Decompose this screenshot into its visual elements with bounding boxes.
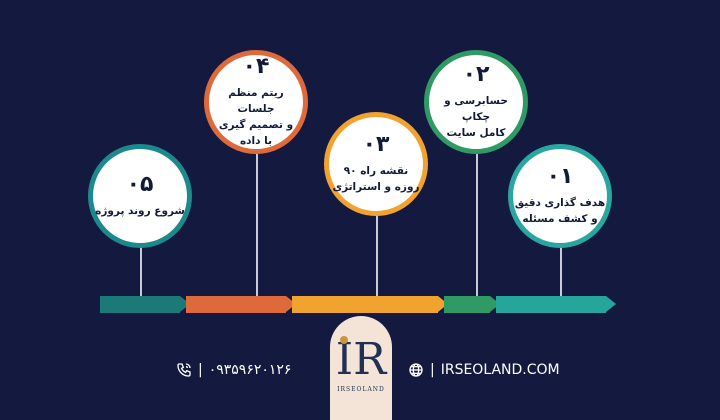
- footer-separator: |: [198, 362, 203, 378]
- step-01: ۰۱ هدف گذاری دقیق و کشف مسئله: [508, 144, 612, 248]
- pin-line-04: [256, 154, 258, 298]
- pin-line-01: [560, 236, 562, 298]
- footer-separator: |: [430, 362, 435, 378]
- logo-name: IRSEOLAND: [337, 386, 385, 393]
- step-04-label: ریتم منظم جلسات و تصمیم گیری با داده: [218, 87, 294, 147]
- footer-website[interactable]: | IRSEOLAND.COM: [408, 360, 560, 380]
- pin-line-02: [476, 154, 478, 298]
- footer-phone[interactable]: | ۰۹۳۵۹۶۲۰۱۲۶: [176, 360, 291, 380]
- phone-icon: [176, 362, 192, 378]
- step-05: ۰۵ شروع روند پروژه: [88, 144, 192, 248]
- step-05-label: شروع روند پروژه: [95, 205, 185, 217]
- arrow-segment-3: [292, 296, 448, 313]
- step-02-number: ۰۲: [462, 62, 490, 87]
- step-01-number: ۰۱: [546, 164, 574, 189]
- step-04: ۰۴ ریتم منظم جلسات و تصمیم گیری با داده: [204, 50, 308, 154]
- step-03-label: نقشه راه ۹۰ روزه و استراتژی: [332, 165, 420, 193]
- phone-number: ۰۹۳۵۹۶۲۰۱۲۶: [208, 362, 292, 378]
- arrow-segment-2: [186, 296, 296, 313]
- arrow-segment-1: [100, 296, 190, 313]
- pin-line-05: [140, 236, 142, 298]
- step-03: ۰۳ نقشه راه ۹۰ روزه و استراتژی: [324, 112, 428, 216]
- logo-mark: IR: [335, 334, 387, 385]
- step-04-number: ۰۴: [242, 54, 270, 79]
- arrow-segment-5: [496, 296, 616, 313]
- globe-icon: [408, 362, 424, 378]
- website-url: IRSEOLAND.COM: [440, 362, 560, 378]
- step-01-label: هدف گذاری دقیق و کشف مسئله: [514, 197, 606, 225]
- arrow-segment-4: [444, 296, 500, 313]
- step-03-number: ۰۳: [362, 132, 390, 157]
- step-02-label: حسابرسی و چکاپ کامل سایت: [444, 95, 508, 139]
- pin-line-03: [376, 212, 378, 298]
- step-05-number: ۰۵: [126, 172, 154, 197]
- irseoland-logo: IR IRSEOLAND: [330, 316, 392, 420]
- step-02: ۰۲ حسابرسی و چکاپ کامل سایت: [424, 50, 528, 154]
